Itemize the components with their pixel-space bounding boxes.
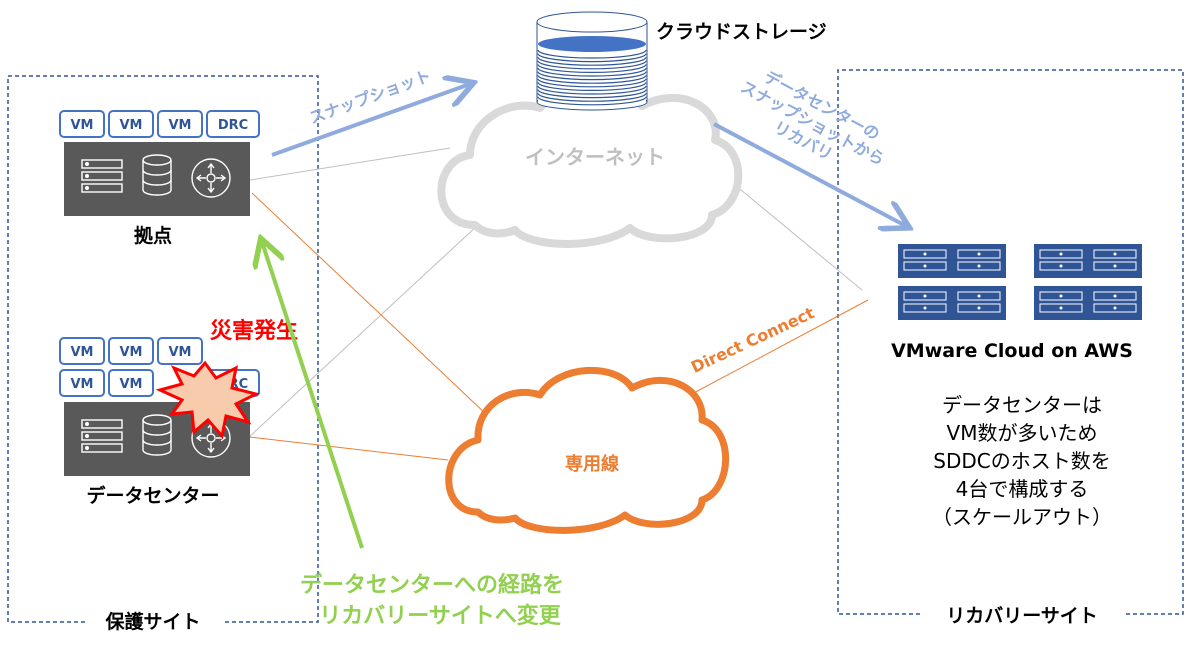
recovery-note: データセンターは VM数が多いため SDDCのホスト数を 4台で構成する （スケ… [932, 393, 1112, 529]
recovery-arrow [713, 122, 906, 226]
protected-site-label: 保護サイト [104, 610, 200, 633]
route-change-line1: データセンターへの経路を [300, 572, 564, 598]
database-icon [142, 154, 172, 196]
datacenter-label: データセンター [86, 484, 219, 507]
cloud-storage-icon [536, 11, 648, 111]
vm-badge: VM [71, 345, 94, 360]
aws-host-icon [898, 286, 1006, 320]
aws-host-icons [898, 244, 1142, 320]
branch-vm-row: VM VM VM DRC [59, 110, 260, 138]
recovery-site-label: リカバリーサイト [946, 605, 1098, 627]
note-line: VM数が多いため [947, 421, 1098, 445]
vm-badge: VM [169, 345, 192, 360]
drc-badge: DRC [218, 118, 248, 133]
direct-connect-label: Direct Connect [688, 303, 818, 377]
aws-host-icon [898, 244, 1006, 278]
network-links [247, 147, 869, 461]
aws-host-icon [1034, 244, 1142, 278]
protected-site-border [7, 75, 319, 623]
dedicated-line-cloud [445, 366, 730, 534]
vm-badge: VM [120, 345, 143, 360]
recovery-site-border [837, 69, 1184, 615]
vm-badge: VM [169, 118, 192, 133]
branch-server-block [64, 142, 250, 216]
vmc-label: VMware Cloud on AWS [891, 340, 1133, 362]
aws-host-icon [1034, 286, 1142, 320]
cloud-storage-label: クラウドストレージ [656, 21, 827, 43]
note-line: （スケールアウト） [932, 505, 1112, 529]
branch-label: 拠点 [134, 224, 172, 247]
server-rack-icon [81, 419, 123, 453]
recovery-arrow-text: データセンターの スナップショットから リカバリ [737, 67, 887, 169]
vm-badge: VM [71, 118, 94, 133]
route-change-arrow [262, 242, 364, 549]
internet-label: インターネット [525, 145, 665, 169]
vm-badge: VM [120, 118, 143, 133]
note-line: 4台で構成する [956, 477, 1089, 501]
note-line: SDDCのホスト数を [933, 449, 1110, 473]
dedicated-line-label: 専用線 [565, 453, 619, 475]
vm-badge: VM [120, 377, 143, 392]
route-change-line2: リカバリーサイトへ変更 [319, 603, 562, 629]
database-icon [142, 414, 172, 456]
vm-badge: VM [71, 377, 94, 392]
server-rack-icon [81, 159, 123, 193]
disaster-label: 災害発生 [210, 318, 298, 344]
note-line: データセンターは [942, 393, 1102, 417]
internet-cloud [437, 82, 743, 248]
snapshot-arrow [271, 84, 470, 157]
router-icon [191, 158, 231, 198]
disaster-burst-icon [155, 360, 261, 440]
